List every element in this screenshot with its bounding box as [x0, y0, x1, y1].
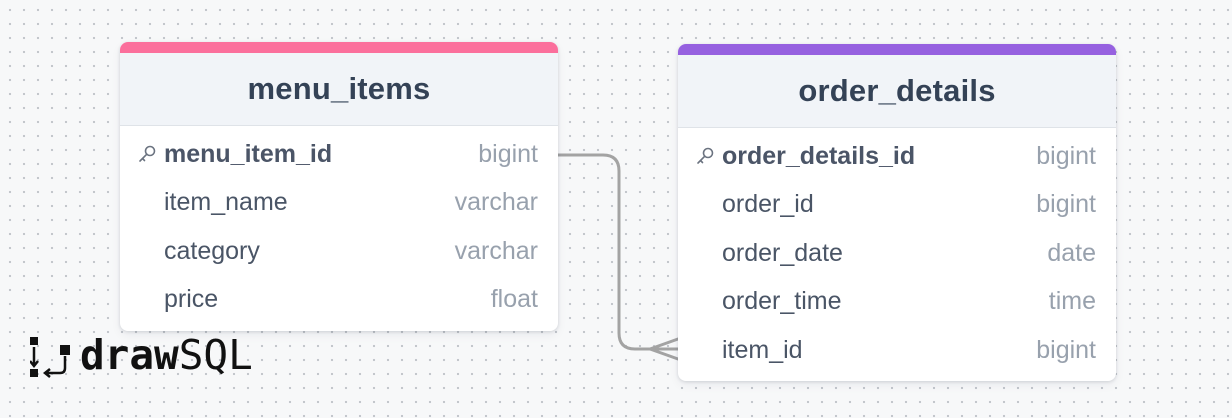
table-order-details[interactable]: order_details order_details_id bigint or… — [678, 44, 1116, 381]
column-name: price — [164, 285, 219, 314]
column-row[interactable]: item_name varchar — [120, 179, 558, 228]
table-title: menu_items — [247, 71, 431, 106]
column-type: varchar — [454, 236, 538, 265]
column-type: bigint — [478, 139, 538, 168]
logo-text-draw: draw — [80, 331, 179, 379]
column-row[interactable]: menu_item_id bigint — [120, 130, 558, 179]
column-type: time — [1048, 287, 1096, 316]
column-row[interactable]: order_details_id bigint — [678, 132, 1116, 181]
column-row[interactable]: order_id bigint — [678, 181, 1116, 230]
column-name: order_time — [722, 287, 842, 316]
column-row[interactable]: order_time time — [678, 278, 1116, 327]
column-type: float — [490, 285, 538, 314]
table-accent-bar — [678, 44, 1116, 55]
column-type: varchar — [454, 188, 538, 217]
table-header[interactable]: order_details — [678, 55, 1116, 128]
drawsql-logo: drawSQL — [30, 331, 300, 381]
column-name: menu_item_id — [164, 139, 333, 168]
column-row[interactable]: order_date date — [678, 229, 1116, 278]
column-type: bigint — [1036, 335, 1096, 364]
key-icon — [697, 147, 714, 165]
table-title: order_details — [798, 73, 996, 108]
column-row[interactable]: item_id bigint — [678, 326, 1116, 375]
column-type: date — [1047, 238, 1096, 267]
column-type: bigint — [1036, 141, 1096, 170]
column-name: item_name — [164, 188, 288, 217]
column-name: order_id — [722, 190, 814, 219]
column-name: item_id — [722, 335, 803, 364]
column-row[interactable]: category varchar — [120, 227, 558, 276]
key-icon — [139, 145, 156, 163]
table-header[interactable]: menu_items — [120, 53, 558, 126]
column-name: order_details_id — [722, 141, 916, 170]
table-menu-items[interactable]: menu_items menu_item_id bigint item_name… — [120, 42, 558, 331]
column-row[interactable]: price float — [120, 276, 558, 325]
logo-text-sql: SQL — [178, 331, 253, 379]
crows-foot-icon — [648, 337, 680, 361]
column-type: bigint — [1036, 190, 1096, 219]
column-name: category — [164, 236, 260, 265]
drawsql-logo-icon — [30, 337, 70, 378]
table-accent-bar — [120, 42, 558, 53]
column-name: order_date — [722, 238, 843, 267]
